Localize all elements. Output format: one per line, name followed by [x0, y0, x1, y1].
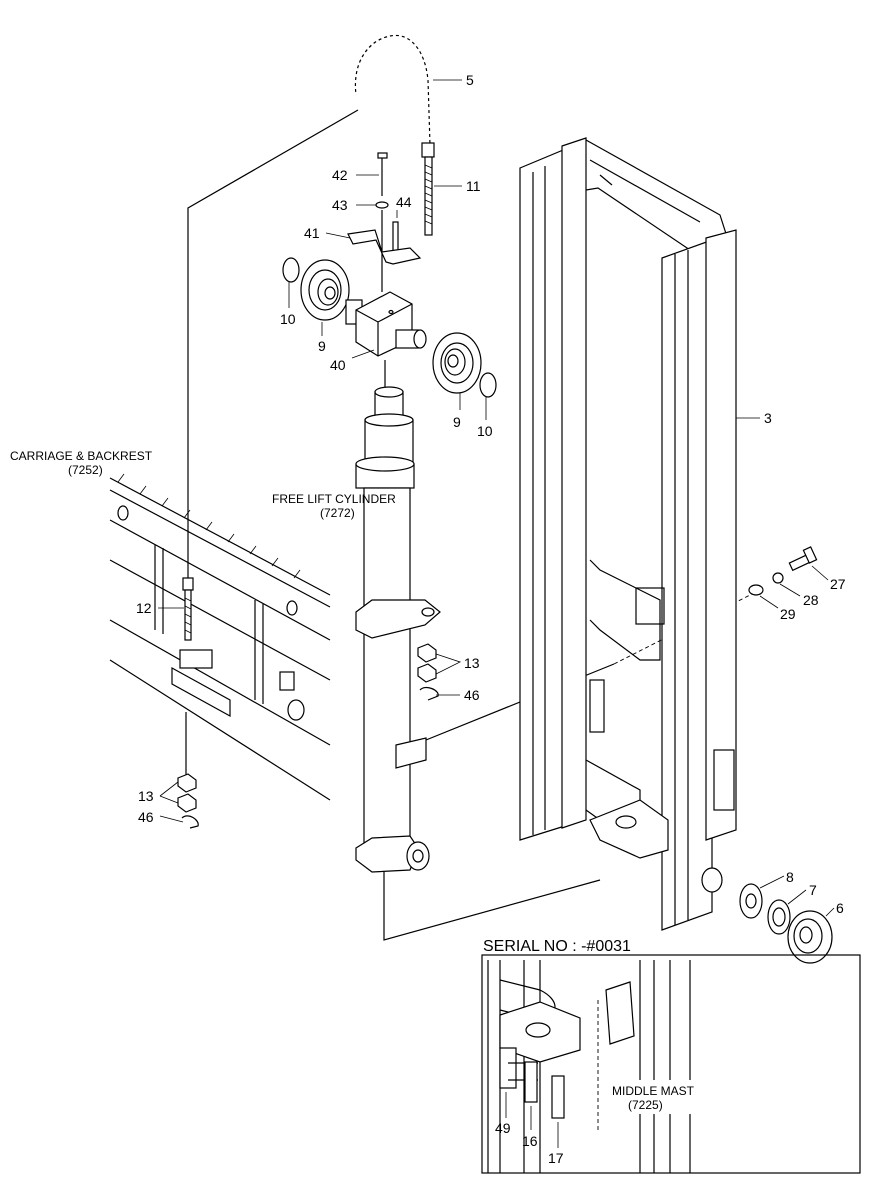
carriage-backrest-label: CARRIAGE & BACKREST: [10, 449, 153, 463]
middle-mast-label: MIDDLE MAST: [612, 1084, 695, 1098]
sheave-left: [282, 257, 350, 321]
callout-leaders: [158, 79, 835, 917]
callout-17: 17: [548, 1150, 564, 1166]
callout-41: 41: [304, 225, 320, 241]
free-lift-cylinder-label: FREE LIFT CYLINDER: [272, 492, 396, 506]
callout-40: 40: [330, 357, 346, 373]
mast: [519, 137, 737, 931]
leader-chain-carriage: [187, 109, 359, 580]
nuts-upper: [417, 643, 439, 701]
nuts-lower: [177, 773, 199, 829]
callout-13-upper: 13: [464, 655, 480, 671]
callout-9-left: 9: [318, 338, 326, 354]
callout-42: 42: [332, 167, 348, 183]
callout-12: 12: [136, 600, 152, 616]
callout-46-lower: 46: [138, 809, 154, 825]
sheave-block: [345, 291, 427, 392]
bracket: [347, 229, 422, 265]
sheave-right: [432, 332, 497, 398]
leader-cylinder-bottom: [383, 872, 601, 941]
callout-44: 44: [396, 194, 412, 210]
callout-11: 11: [466, 178, 481, 194]
callout-3: 3: [764, 410, 772, 426]
callout-8: 8: [786, 869, 794, 885]
callout-10-right: 10: [477, 423, 493, 439]
callout-28: 28: [803, 592, 819, 608]
carriage-stud: [182, 577, 194, 641]
serial-inset: [481, 954, 861, 1174]
serial-label-bg: [478, 934, 644, 954]
carriage-backrest-code: (7252): [68, 463, 103, 477]
mast-roller-set: [739, 883, 833, 964]
callout-27: 27: [830, 576, 846, 592]
callout-29: 29: [780, 606, 796, 622]
callout-43: 43: [332, 197, 348, 213]
chain: [353, 33, 432, 146]
middle-mast-code: (7225): [628, 1098, 663, 1112]
callout-7: 7: [809, 882, 817, 898]
anchor-bolt: [421, 142, 435, 236]
callout-16: 16: [522, 1133, 538, 1149]
callout-13-lower: 13: [138, 788, 154, 804]
callout-9-right: 9: [453, 414, 461, 430]
callout-10-left: 10: [280, 311, 296, 327]
callout-49: 49: [495, 1120, 511, 1136]
callout-6: 6: [836, 900, 844, 916]
callout-46-upper: 46: [464, 687, 480, 703]
middle-mast-label-bg: [608, 1080, 704, 1114]
serial-label: SERIAL NO : -#0031: [483, 938, 631, 955]
free-lift-cylinder: [355, 386, 441, 873]
free-lift-cylinder-code: (7272): [320, 506, 355, 520]
bolt-assembly: [375, 152, 399, 292]
carriage-backrest: [109, 473, 331, 801]
mast-bolt-set: [748, 546, 818, 596]
callout-5: 5: [466, 72, 474, 88]
